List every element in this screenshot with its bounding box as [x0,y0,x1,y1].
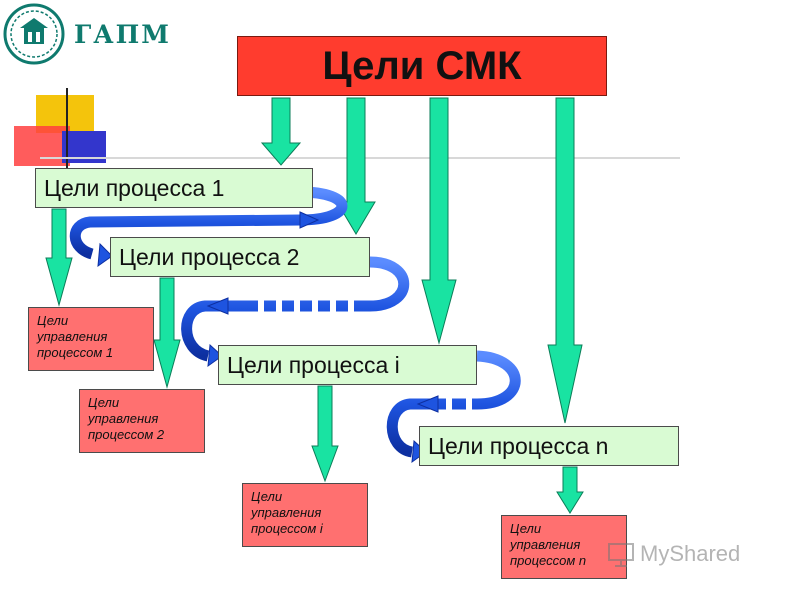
watermark-text: MyShared [640,541,741,566]
mgmt-line: процессом i [251,521,323,536]
mgmt-line: Цели [88,395,120,410]
dash-segment [258,300,264,312]
presentation-icon [608,543,634,567]
watermark: MyShared [606,537,740,571]
dash-segment [294,300,300,312]
mgmt-line: управления [510,537,581,552]
process-n-goals-box: Цели процесса n [419,426,679,466]
qms-goals-title: Цели СМК [237,36,607,96]
mgmt-line: Цели [37,313,69,328]
curve-pi-to-pn [386,350,521,458]
process-n-management-goals-box: Цели управления процессом n [501,515,627,579]
arrow-pn-to-mn [556,466,584,514]
mgmt-line: процессом 1 [37,345,114,360]
arrow-p2-to-m2 [153,277,181,389]
dash-segment [330,300,336,312]
arrow-p1-to-m1 [45,208,73,307]
arrow-title-to-pn [547,97,583,424]
curve-tail-p2 [206,297,229,315]
arrow-title-to-pi [421,97,457,345]
process-1-goals-box: Цели процесса 1 [35,168,313,208]
mgmt-line: процессом 2 [88,427,165,442]
process-2-management-goals-box: Цели управления процессом 2 [79,389,205,453]
curve-tail-p1 [299,211,320,229]
curve-tail-pi [416,395,439,413]
logo-emblem-icon [2,2,66,66]
curve-head-p2 [207,343,223,368]
dash-segment [446,398,452,410]
mgmt-line: управления [37,329,108,344]
process-2-goals-box: Цели процесса 2 [110,237,370,277]
curve-p2-to-pi [181,256,410,362]
mgmt-line: управления [251,505,322,520]
mgmt-line: управления [88,411,159,426]
mgmt-line: процессом n [510,553,587,568]
logo-text: ГАПМ [74,20,171,49]
mgmt-line: Цели [510,521,542,536]
decor-red-square [14,126,70,166]
dash-segment [466,398,472,410]
process-i-goals-box: Цели процесса i [218,345,477,385]
decor-vertical-line [66,88,68,168]
arrow-title-to-p1 [260,97,302,166]
curve-head-p1 [97,242,113,268]
process-i-management-goals-box: Цели управления процессом i [242,483,368,547]
mgmt-line: Цели [251,489,283,504]
dash-segment [312,300,318,312]
arrow-pi-to-mi [311,385,339,483]
dash-segment [276,300,282,312]
dash-segment [348,300,354,312]
process-1-management-goals-box: Цели управления процессом 1 [28,307,154,371]
